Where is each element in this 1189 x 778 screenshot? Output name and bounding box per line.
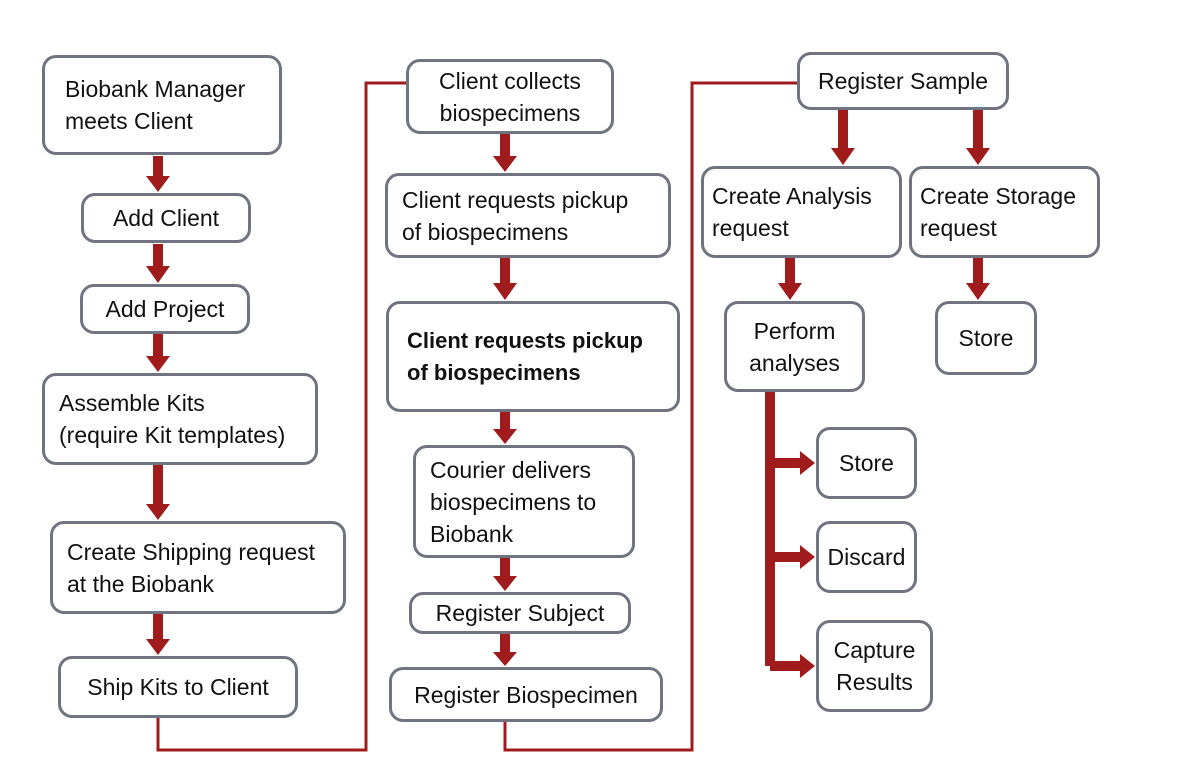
arrow-storage-to-store — [966, 258, 990, 300]
arrow-to-discard — [770, 545, 815, 569]
node-capture-results: Capture Results — [816, 620, 933, 712]
node-store-storage: Store — [935, 301, 1037, 375]
arrow-add-project-to-assemble — [146, 334, 170, 372]
arrow-collect-to-pickup1 — [493, 134, 517, 172]
node-add-client: Add Client — [81, 193, 251, 243]
arrow-pickup1-to-pickup2 — [493, 258, 517, 300]
node-register-biospecimen: Register Biospecimen — [389, 667, 663, 722]
node-biobank-manager-meets-client: Biobank Manager meets Client — [42, 55, 282, 155]
arrow-to-capture — [770, 654, 815, 678]
node-client-requests-pickup-2: Client requests pickup of biospecimens — [386, 301, 680, 412]
arrow-sample-to-analysis — [831, 110, 855, 165]
node-ship-kits-to-client: Ship Kits to Client — [58, 656, 298, 718]
node-register-sample: Register Sample — [797, 52, 1009, 110]
node-create-shipping-request: Create Shipping request at the Biobank — [50, 521, 346, 614]
arrow-sample-to-storage — [966, 110, 990, 165]
node-register-subject: Register Subject — [409, 592, 631, 634]
arrow-pickup2-to-courier — [493, 412, 517, 444]
arrow-assemble-to-shipping — [146, 465, 170, 520]
node-client-requests-pickup-1: Client requests pickup of biospecimens — [385, 173, 671, 258]
node-courier-delivers: Courier delivers biospecimens to Biobank — [413, 445, 635, 558]
arrow-courier-to-subject — [493, 558, 517, 591]
connector-biospecimen-to-sample — [503, 81, 797, 752]
arrow-subject-to-biospecimen — [493, 634, 517, 666]
arrow-shipping-to-ship — [146, 614, 170, 655]
node-client-collects-biospecimens: Client collects biospecimens — [406, 59, 614, 134]
connector-ship-to-collect — [156, 81, 406, 752]
node-store-after-analysis: Store — [816, 427, 917, 499]
arrow-analysis-to-perform — [778, 258, 802, 300]
arrow-add-client-to-add-project — [146, 244, 170, 283]
arrow-meet-to-add-client — [146, 156, 170, 192]
node-assemble-kits: Assemble Kits (require Kit templates) — [42, 373, 318, 465]
node-add-project: Add Project — [80, 284, 250, 334]
node-perform-analyses: Perform analyses — [724, 301, 865, 392]
node-create-analysis-request: Create Analysis request — [701, 166, 902, 258]
arrow-to-store — [770, 451, 815, 475]
node-discard: Discard — [816, 521, 917, 593]
node-create-storage-request: Create Storage request — [909, 166, 1100, 258]
